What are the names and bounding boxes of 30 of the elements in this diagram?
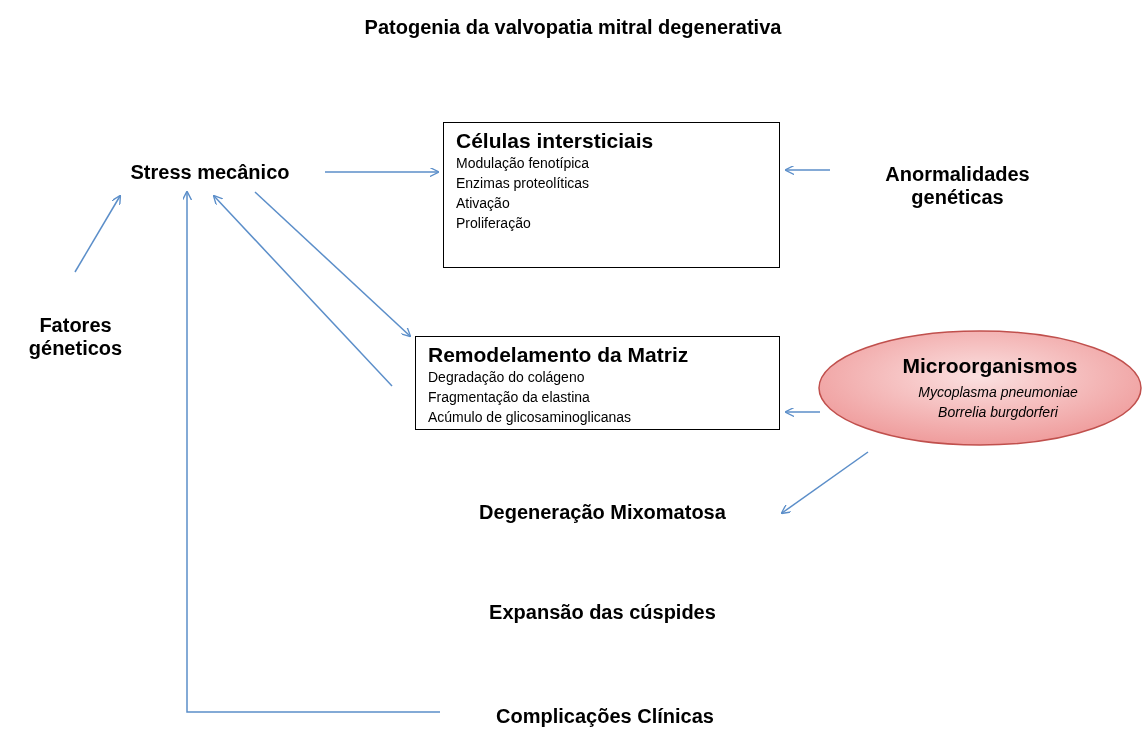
node-item: Borrelia burgdorferi [938,403,1058,422]
node-item: Enzimas proteolíticas [456,174,591,193]
node-item: Mycoplasma pneumoniae [918,383,1078,402]
node-item: Modulação fenotípica [456,154,591,173]
node-item: Acúmulo de glicosaminoglicanas [428,408,633,427]
node-item: Ativação [456,194,511,213]
node-label: Expansão das cúspides [489,600,716,624]
node-heading: Células intersticiais [456,129,655,153]
arrow [784,406,821,418]
arrow [324,166,440,178]
node-label: Stress mecânico [130,160,290,184]
node-heading: Microorganismos [902,354,1078,378]
node-label: Complicações Clínicas [496,704,714,728]
arrow [181,190,441,713]
node-item: Degradação do colágeno [428,368,586,387]
arrow [74,194,122,273]
arrow [780,451,869,515]
node-item: Proliferação [456,214,532,233]
arrow [784,164,831,176]
node-heading: Remodelamento da Matriz [428,343,690,367]
node-item: Fragmentação da elastina [428,388,591,407]
arrow [212,194,393,387]
node-label: Fatores géneticos [27,314,124,360]
diagram-title: Patogenia da valvopatia mitral degenerativa [363,16,783,39]
process-box [443,122,780,268]
node-label: Degeneração Mixomatosa [479,500,726,524]
process-box [415,336,780,430]
node-label: Anormalidades genéticas [884,163,1031,209]
ellipse-node [818,330,1142,446]
arrow [254,191,412,338]
